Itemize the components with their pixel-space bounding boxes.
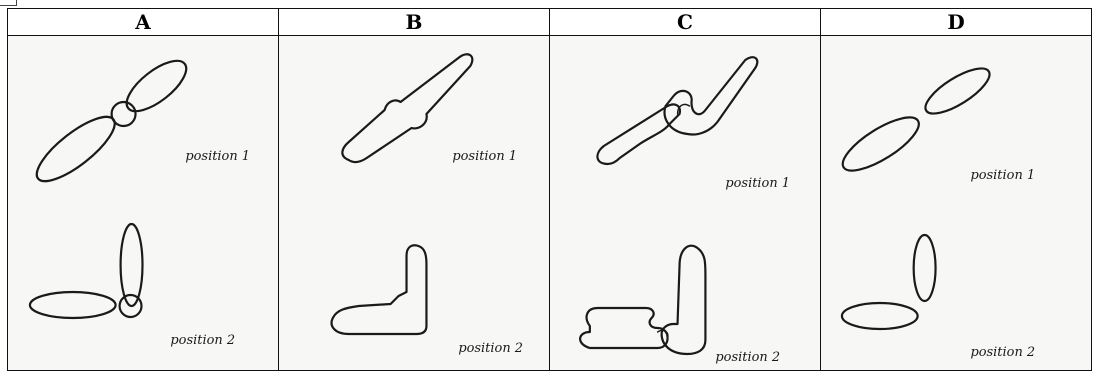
panel-b: position 1 position 2 [279,36,550,371]
panel-d: position 1 position 2 [821,36,1092,371]
d-position-1-label: position 1 [970,168,1035,183]
a-position-2-figure [30,224,143,318]
panel-c-drawing: position 1 position 2 [550,36,820,370]
panel-d-drawing: position 1 position 2 [821,36,1091,370]
b-position-2-label: position 2 [458,341,523,356]
a-position-1-figure [28,52,194,191]
b-position-1-label: position 1 [452,149,517,164]
panel-b-drawing: position 1 position 2 [279,36,549,370]
column-header-d: D [821,9,1092,36]
b-position-2-figure [332,245,427,334]
panel-c: position 1 position 2 [550,36,821,371]
a-position-1-label: position 1 [185,149,250,164]
d-position-1-figure [836,60,996,180]
d-position-2-figure [842,235,936,329]
c-position-2-figure [580,246,705,354]
c-position-1-label: position 1 [725,176,790,191]
comparison-table: A B C D position 1 position 2 [7,8,1092,371]
panel-a-drawing: position 1 position 2 [8,36,278,370]
b-position-1-figure [342,54,472,162]
d-position-2-label: position 2 [970,345,1035,360]
panel-a: position 1 position 2 [8,36,279,371]
c-position-1-figure [597,57,757,164]
column-header-c: C [550,9,821,36]
drawing-row: position 1 position 2 position 1 posi [8,36,1092,371]
column-header-b: B [279,9,550,36]
a-position-2-label: position 2 [170,333,235,348]
corner-mark [0,0,17,6]
header-row: A B C D [8,9,1092,36]
c-position-2-label: position 2 [715,350,780,365]
column-header-a: A [8,9,279,36]
